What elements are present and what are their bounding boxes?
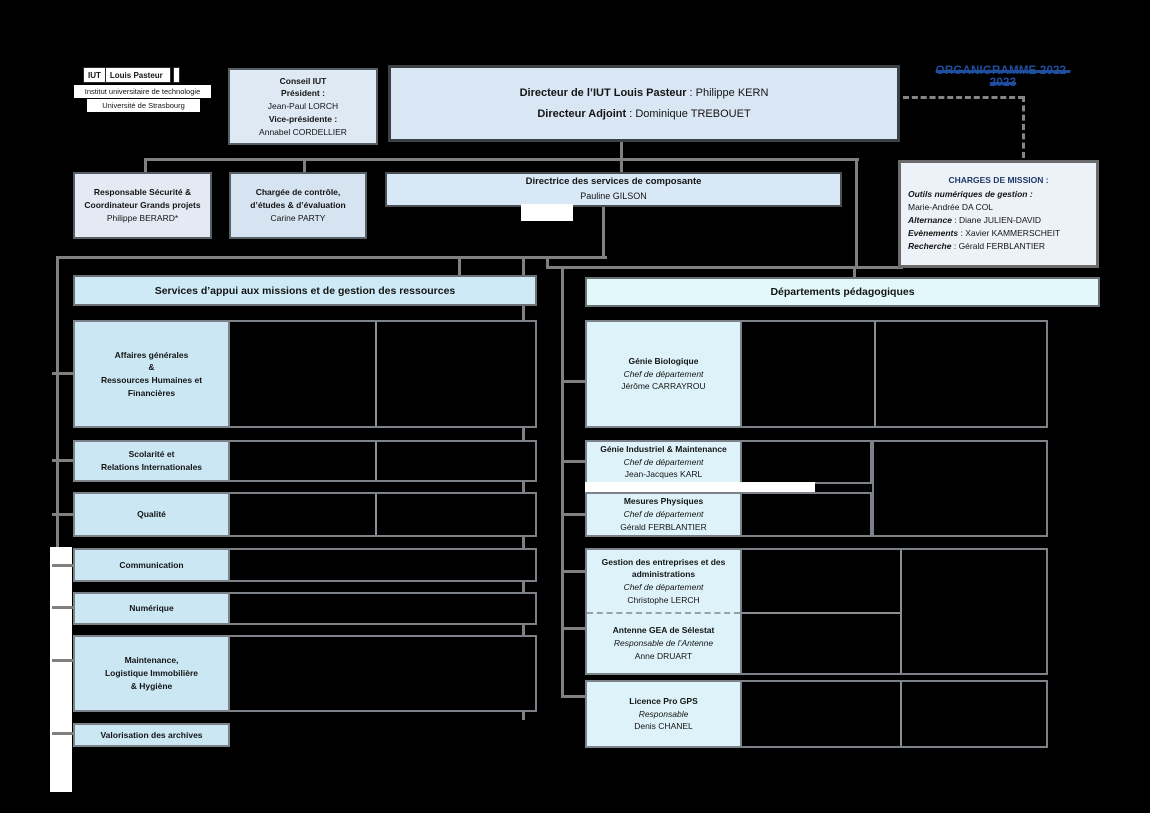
departement-row: Licence Pro GPS Responsable Denis CHANEL bbox=[585, 680, 1048, 748]
connector-stub bbox=[52, 606, 75, 609]
charges-item: Outils numériques de gestion : bbox=[908, 188, 1033, 199]
charges-item: Evènements : Xavier KAMMERSCHEIT bbox=[908, 228, 1061, 239]
services-header: Services d’appui aux missions et de gest… bbox=[73, 275, 537, 306]
merged-empty-cell bbox=[872, 440, 1048, 537]
direction-box: Directeur de l’IUT Louis Pasteur : Phili… bbox=[388, 65, 900, 142]
connector-line bbox=[602, 205, 605, 258]
connector-line bbox=[303, 158, 306, 173]
dept-antenne-gea: Antenne GEA de Sélestat Responsable de l… bbox=[612, 625, 715, 661]
dept-mesures-physiques: Mesures Physiques Chef de département Gé… bbox=[587, 494, 742, 535]
connector-line bbox=[853, 266, 856, 279]
connector-line bbox=[546, 256, 549, 269]
cell-divider bbox=[874, 322, 876, 426]
conseil-title: Conseil IUT bbox=[279, 75, 327, 86]
connector-stub bbox=[561, 513, 587, 516]
cell-divider bbox=[900, 682, 902, 746]
connector-stub bbox=[52, 732, 75, 735]
charges-mission-box: CHARGES DE MISSION : Outils numériques d… bbox=[898, 160, 1099, 268]
dashed-connector bbox=[903, 96, 1024, 99]
departement-row: Gestion des entreprises et des administr… bbox=[585, 548, 1048, 675]
connector-stub bbox=[52, 513, 75, 516]
connector-line bbox=[561, 266, 564, 698]
dept-genie-biologique: Génie Biologique Chef de département Jér… bbox=[587, 322, 742, 426]
white-bar bbox=[50, 547, 72, 792]
conseil-role: Vice-présidente : bbox=[268, 113, 338, 124]
connector-stub bbox=[561, 695, 587, 698]
dept-gea: Gestion des entreprises et des administr… bbox=[587, 550, 740, 614]
departement-row: Génie Biologique Chef de département Jér… bbox=[585, 320, 1048, 428]
logo-subtitle: Institut universitaire de technologie bbox=[74, 85, 211, 98]
service-maintenance: Maintenance, Logistique Immobilière & Hy… bbox=[75, 637, 230, 710]
logo-name: Louis Pasteur bbox=[109, 70, 163, 80]
conseil-iut-box: Conseil IUT Président : Jean-Paul LORCH … bbox=[228, 68, 378, 145]
organigramme-title: ORGANIGRAMME 2022-2023 bbox=[935, 65, 1071, 89]
charges-item-name: Marie-Andrée DA COL bbox=[908, 201, 994, 212]
connector-line bbox=[56, 256, 607, 259]
connector-stub bbox=[561, 570, 587, 573]
service-numerique: Numérique bbox=[75, 594, 230, 623]
logo-subtitle: Université de Strasbourg bbox=[87, 99, 200, 112]
departements-header: Départements pédagogiques bbox=[585, 277, 1100, 307]
connector-stub bbox=[561, 380, 587, 383]
conseil-name: Jean-Paul LORCH bbox=[267, 101, 339, 112]
connector-line bbox=[458, 256, 461, 277]
services-row: Communication bbox=[73, 548, 537, 582]
connector-stub bbox=[52, 372, 75, 375]
logo-acronym: IUT bbox=[84, 68, 106, 82]
services-row: Qualité bbox=[73, 492, 537, 537]
cell-divider bbox=[742, 612, 900, 614]
service-communication: Communication bbox=[75, 550, 230, 580]
services-row: Maintenance, Logistique Immobilière & Hy… bbox=[73, 635, 537, 712]
connector-line bbox=[522, 258, 525, 720]
connector-line bbox=[620, 140, 623, 173]
responsable-securite-box: Responsable Sécurité & Coordinateur Gran… bbox=[73, 172, 212, 239]
director-adjoint-line: Directeur Adjoint : Dominique TREBOUET bbox=[537, 107, 751, 120]
logo-tab bbox=[173, 67, 180, 83]
services-row: Scolarité et Relations Internationales bbox=[73, 440, 537, 482]
chargee-controle-box: Chargée de contrôle, d’études & d’évalua… bbox=[229, 172, 367, 239]
charges-title: CHARGES DE MISSION : bbox=[948, 175, 1049, 186]
service-valorisation-archives: Valorisation des archives bbox=[73, 723, 230, 747]
cell-divider bbox=[375, 494, 377, 535]
cell-divider bbox=[900, 550, 902, 673]
conseil-role: Président : bbox=[281, 88, 325, 99]
departement-row: Mesures Physiques Chef de département Gé… bbox=[585, 492, 872, 537]
connector-stub bbox=[561, 460, 587, 463]
service-scolarite: Scolarité et Relations Internationales bbox=[75, 442, 230, 480]
service-qualite: Qualité bbox=[75, 494, 230, 535]
services-row: Affaires générales & Ressources Humaines… bbox=[73, 320, 537, 428]
director-line: Directeur de l’IUT Louis Pasteur : Phili… bbox=[519, 87, 769, 100]
cell-divider bbox=[375, 442, 377, 480]
charges-item: Alternance : Diane JULIEN-DAVID bbox=[908, 215, 1042, 225]
connector-line bbox=[546, 266, 903, 269]
connector-line bbox=[144, 158, 859, 161]
conseil-name: Annabel CORDELLIER bbox=[259, 126, 347, 137]
departement-row: Génie Industriel & Maintenance Chef de d… bbox=[585, 440, 872, 484]
charges-item: Recherche : Gérald FERBLANTIER bbox=[908, 241, 1046, 252]
connector-line bbox=[855, 158, 858, 269]
directrice-services-box: Directrice des services de composante Pa… bbox=[385, 172, 842, 207]
connector-stub bbox=[52, 459, 75, 462]
white-patch bbox=[521, 204, 573, 221]
service-affaires-generales: Affaires générales & Ressources Humaines… bbox=[75, 322, 230, 426]
logo: IUT Louis Pasteur bbox=[83, 67, 171, 83]
dashed-connector bbox=[1022, 96, 1025, 158]
white-patch bbox=[585, 482, 815, 492]
connector-stub bbox=[52, 659, 75, 662]
services-row: Numérique bbox=[73, 592, 537, 625]
dept-gea-cell: Gestion des entreprises et des administr… bbox=[587, 550, 742, 673]
connector-stub bbox=[561, 627, 587, 630]
connector-line bbox=[56, 256, 59, 547]
dept-licence-pro-gps: Licence Pro GPS Responsable Denis CHANEL bbox=[587, 682, 742, 746]
connector-line bbox=[144, 158, 147, 173]
cell-divider bbox=[375, 322, 377, 426]
dept-genie-industriel: Génie Industriel & Maintenance Chef de d… bbox=[587, 442, 742, 482]
connector-stub bbox=[52, 564, 75, 567]
